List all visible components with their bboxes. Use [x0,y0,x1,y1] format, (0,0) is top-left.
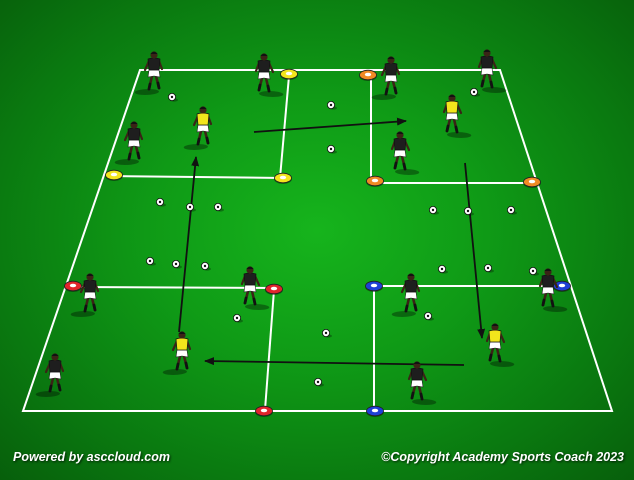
bottom-left-grid-line-h [72,286,275,289]
cone [553,280,571,292]
football [469,88,480,97]
cones [64,68,571,417]
cone [359,69,377,81]
cone [280,68,298,80]
cone [255,405,273,417]
arrow-left-up [178,156,200,333]
top-left-grid-line-h [106,175,284,179]
player-dark [35,353,65,397]
football [483,263,494,273]
football [428,205,439,215]
player-dark [390,131,420,175]
arrow-bottom-left [204,357,465,366]
pitch-boundary [21,69,614,412]
player-dark [240,266,270,310]
football [423,311,434,321]
football [321,328,332,338]
arrow-top-right [253,117,407,133]
football [171,259,182,269]
cone [64,280,82,292]
arrow-right-down [464,162,486,339]
player-dark [70,273,100,317]
copyright-text: ©Copyright Academy Sports Coach 2023 [381,450,624,464]
powered-by-text[interactable]: Powered by asccloud.com [13,450,170,464]
player-dark [134,51,164,95]
movement-arrows [178,117,486,366]
football [185,202,196,212]
player-yellow [183,106,213,150]
football [463,206,474,216]
player-dark [114,121,144,165]
football [145,256,156,266]
football [326,101,337,110]
player-yellow [442,94,472,138]
top-left-grid-line-v [279,75,290,179]
cone [105,169,123,181]
football [232,313,243,323]
player-dark [407,361,437,405]
player-dark [477,49,507,93]
football [506,205,517,215]
bottom-left-grid-line-v [264,289,275,411]
cone [365,280,383,292]
football [213,202,224,212]
cone [523,176,541,188]
cone [366,405,384,417]
players [35,49,568,405]
player-yellow [485,323,515,367]
cone [274,172,292,184]
football [200,261,211,271]
player-dark [391,273,421,317]
player-dark [371,56,401,100]
player-yellow [162,331,192,375]
football [155,197,166,207]
football [313,377,324,387]
player-dark [538,268,568,312]
player-dark [254,53,284,97]
cone [265,283,283,295]
football [167,93,178,102]
pitch-lines [21,69,614,412]
football [326,144,337,154]
cone [366,175,384,187]
football [437,264,448,274]
balls [145,88,539,387]
football [529,266,539,276]
